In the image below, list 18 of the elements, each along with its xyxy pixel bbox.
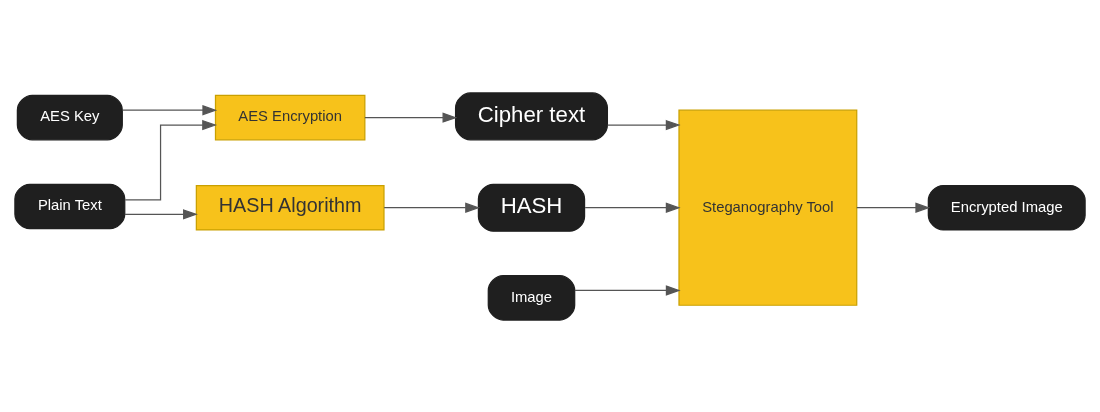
arrow [124, 208, 198, 219]
node-box: Cipher text [454, 91, 608, 140]
node-box: HASH Algorithm [195, 184, 385, 231]
arrow [574, 284, 681, 296]
node-box: Steganography Tool [678, 109, 858, 306]
arrow [856, 202, 931, 213]
node-box: Plain Text [14, 183, 126, 229]
arrow [364, 111, 458, 123]
node-box: Encrypted Image [927, 184, 1086, 231]
node-box: Image [487, 274, 576, 321]
node-box: AES Encryption [214, 94, 366, 140]
arrow [584, 202, 681, 213]
arrow [122, 104, 218, 115]
node-box: HASH [477, 183, 586, 232]
arrow [383, 202, 481, 213]
arrow [124, 119, 217, 201]
arrow [606, 119, 681, 130]
node-box: AES Key [16, 94, 123, 140]
